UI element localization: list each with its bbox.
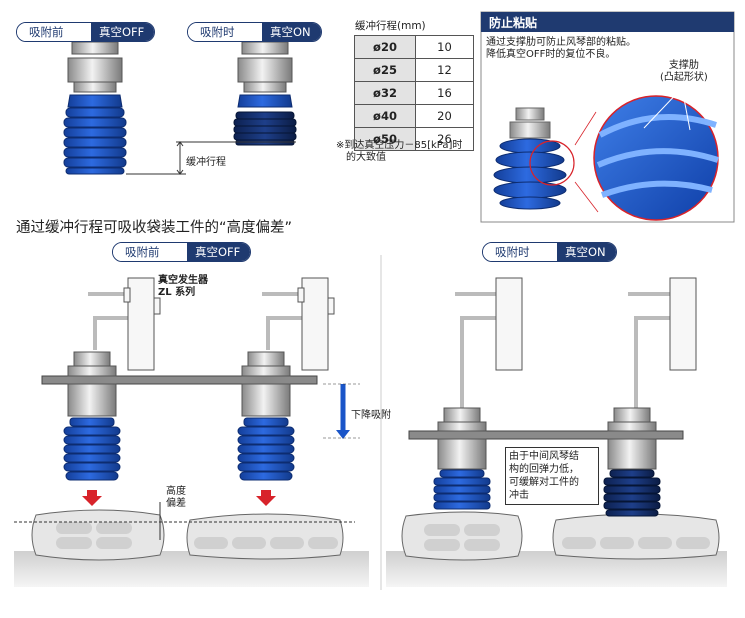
cup-off-top: [63, 41, 127, 175]
desc-line: 降低真空OFF时的复位不良。: [486, 49, 616, 60]
pill-vacuum-label: 真空ON: [557, 243, 616, 261]
cup-on-top: [233, 41, 297, 146]
height-diff-line: 高度: [166, 486, 186, 497]
generator-right-1: [455, 277, 523, 412]
callout-line: 可缓解对工件的: [509, 477, 579, 488]
generator-right-2: [628, 277, 697, 412]
generator-body-2: [297, 277, 335, 371]
rib-label-line: 支撑肋: [668, 60, 699, 71]
desc-line: 通过支撑肋可防止风琴部的粘贴。: [486, 37, 636, 48]
cup-bl-1: [63, 351, 121, 506]
rib-label: 支撑肋 (凸起形状): [660, 60, 708, 84]
callout-line: 构的回弹力低，: [509, 464, 579, 475]
table-cell-dia: ø50: [354, 127, 416, 151]
table-cell-dia: ø20: [354, 35, 416, 59]
generator-label-line: ZL 系列: [158, 287, 196, 298]
table-cell-value: 12: [415, 58, 474, 82]
bag-workpiece-right-2: [552, 513, 720, 560]
stroke-table-note: ※到达真空压力－85[kPa]时 的大致值: [336, 140, 462, 164]
pill-state-label: 吸附时: [188, 23, 262, 41]
anti-stick-cup: [493, 107, 575, 210]
table-cell-value: 16: [415, 81, 474, 105]
generator-left-1: [88, 292, 128, 350]
table-cell-value: 20: [415, 104, 474, 128]
cup-bl-2: [237, 351, 295, 506]
table-cell-value: 26: [415, 127, 474, 151]
descend-label: 下降吸附: [351, 410, 391, 421]
height-diff-label: 高度 偏差: [166, 486, 186, 510]
bag-workpiece-right-1: [401, 511, 523, 561]
pill-during-vacuum-on: 吸附时 真空ON: [187, 22, 322, 42]
stroke-table-title: 缓冲行程(mm): [355, 20, 426, 32]
anti-stick-title-bar: [481, 12, 734, 32]
stroke-label: 缓冲行程: [186, 157, 226, 168]
callout-line: 冲击: [509, 490, 529, 501]
pill-state-label: 吸附时: [483, 243, 557, 261]
cup-br-1: [433, 407, 491, 510]
pill-state-label: 吸附前: [113, 243, 187, 261]
descend-arrow: [323, 383, 360, 439]
section-heading: 通过缓冲行程可吸收袋装工件的“高度偏差”: [16, 220, 293, 236]
cup-br-2: [603, 407, 661, 517]
generator-left-2: [262, 292, 302, 350]
pill-before-vacuum-off: 吸附前 真空OFF: [16, 22, 156, 42]
pill-vacuum-label: 真空OFF: [91, 23, 155, 41]
generator-label: 真空发生器 ZL 系列: [158, 275, 208, 299]
generator-body-1: [123, 277, 161, 371]
bag-workpiece-flat: [186, 513, 344, 560]
pill-vacuum-label: 真空ON: [262, 23, 321, 41]
cushion-callout: 由于中间风琴结 构的回弹力低， 可缓解对工件的 冲击: [505, 447, 599, 505]
mounting-plate-left: [41, 375, 318, 385]
table-cell-dia: ø40: [354, 104, 416, 128]
height-diff-line: 偏差: [166, 498, 186, 509]
bag-workpiece-tall: [31, 509, 165, 561]
anti-stick-desc: 通过支撑肋可防止风琴部的粘贴。 降低真空OFF时的复位不良。: [486, 37, 636, 61]
pill-vacuum-label: 真空OFF: [187, 243, 251, 261]
generator-label-line: 真空发生器: [158, 275, 208, 286]
note-line: ※到达真空压力－85[kPa]时: [336, 140, 463, 151]
mounting-plate-right: [408, 430, 684, 440]
pill-bottom-during-on: 吸附时 真空ON: [482, 242, 617, 262]
table-cell-dia: ø25: [354, 58, 416, 82]
pill-bottom-before-off: 吸附前 真空OFF: [112, 242, 252, 262]
stroke-dimension: [126, 141, 296, 175]
table-cell-dia: ø32: [354, 81, 416, 105]
pill-state-label: 吸附前: [17, 23, 91, 41]
rib-label-line: (凸起形状): [660, 72, 708, 83]
table-cell-value: 10: [415, 35, 474, 59]
note-line: 的大致值: [346, 152, 386, 163]
anti-stick-zoom: [574, 87, 719, 221]
anti-stick-title: 防止粘贴: [489, 16, 538, 30]
callout-line: 由于中间风琴结: [509, 451, 579, 462]
